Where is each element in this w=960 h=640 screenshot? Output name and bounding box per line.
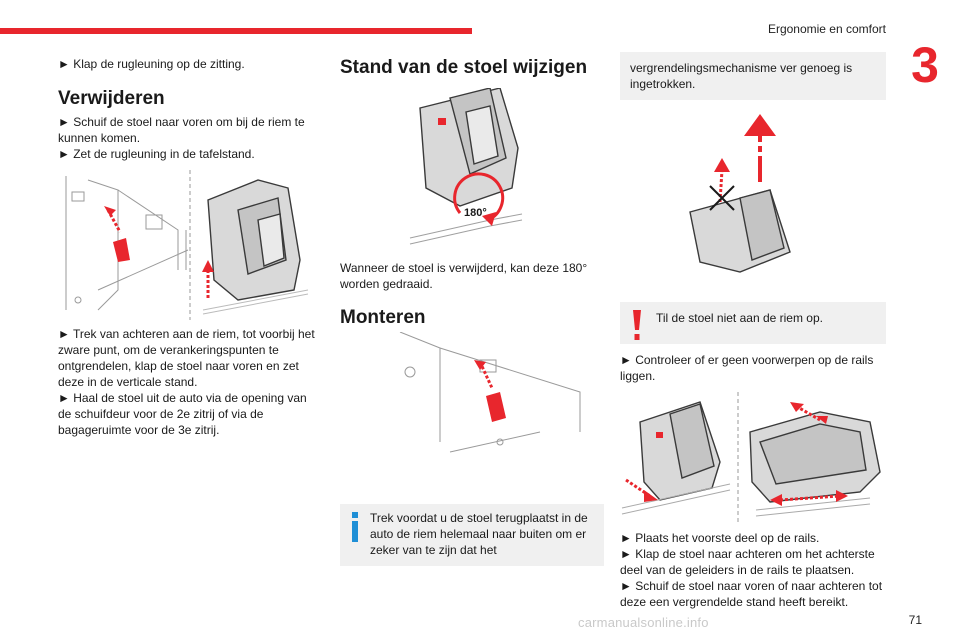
- figure-install-seat: [340, 332, 604, 470]
- rotation-label: 180°: [464, 207, 487, 219]
- rotate-explanation: Wanneer de stoel is verwijderd, kan deze…: [340, 261, 588, 291]
- section-heading-remove: Verwijderen: [58, 88, 165, 109]
- instruction-fold-back: ► Klap de rugleuning op de zitting.: [58, 57, 245, 71]
- instruction-fold-back-guides: ► Klap de stoel naar achteren om het ach…: [620, 547, 875, 577]
- watermark: carmanualsonline.info: [578, 615, 709, 630]
- warning-note: Til de stoel niet aan de riem op.: [620, 302, 886, 344]
- figure-lift-seat: [620, 112, 886, 284]
- info-icon: [352, 512, 358, 542]
- chapter-number: 3: [911, 37, 939, 93]
- column-left: ► Klap de rugleuning op de zitting. Verw…: [58, 52, 320, 438]
- instruction-take-out-seat: ► Haal de stoel uit de auto via de openi…: [58, 391, 307, 437]
- section-heading-change-position: Stand van de stoel wijzigen: [340, 57, 588, 78]
- info-note: Trek voordat u de stoel terugplaatst in …: [340, 504, 604, 566]
- header-accent-bar: [0, 28, 472, 34]
- instruction-pull-strap: ► Trek van achteren aan de riem, tot voo…: [58, 327, 315, 389]
- info-note-text: Trek voordat u de stoel terugplaatst in …: [370, 511, 588, 557]
- column-middle: Stand van de stoel wijzigen 180° Wanneer…: [340, 52, 604, 566]
- figure-remove-seat: [58, 170, 320, 320]
- info-note-continued: vergrendelingsmechanisme ver genoeg is i…: [620, 52, 886, 100]
- instruction-check-rails: ► Controleer of er geen voorwerpen op de…: [620, 353, 874, 383]
- instruction-place-front: ► Plaats het voorste deel op de rails.: [620, 531, 820, 545]
- warning-note-text: Til de stoel niet aan de riem op.: [656, 311, 823, 325]
- header-title: Ergonomie en comfort: [767, 22, 886, 36]
- instruction-slide-to-lock: ► Schuif de stoel naar voren of naar ach…: [620, 579, 883, 609]
- figure-place-seat-on-rails: [620, 392, 886, 522]
- figure-rotate-seat: 180°: [340, 88, 604, 256]
- instruction-table-position: ► Zet de rugleuning in de tafelstand.: [58, 147, 255, 161]
- column-right: vergrendelingsmechanisme ver genoeg is i…: [620, 52, 886, 610]
- section-heading-install: Monteren: [340, 307, 426, 328]
- page-number: 71: [908, 613, 922, 627]
- warning-icon: [633, 310, 641, 340]
- instruction-slide-forward: ► Schuif de stoel naar voren om bij de r…: [58, 115, 305, 145]
- info-note-continued-text: vergrendelingsmechanisme ver genoeg is i…: [630, 61, 853, 91]
